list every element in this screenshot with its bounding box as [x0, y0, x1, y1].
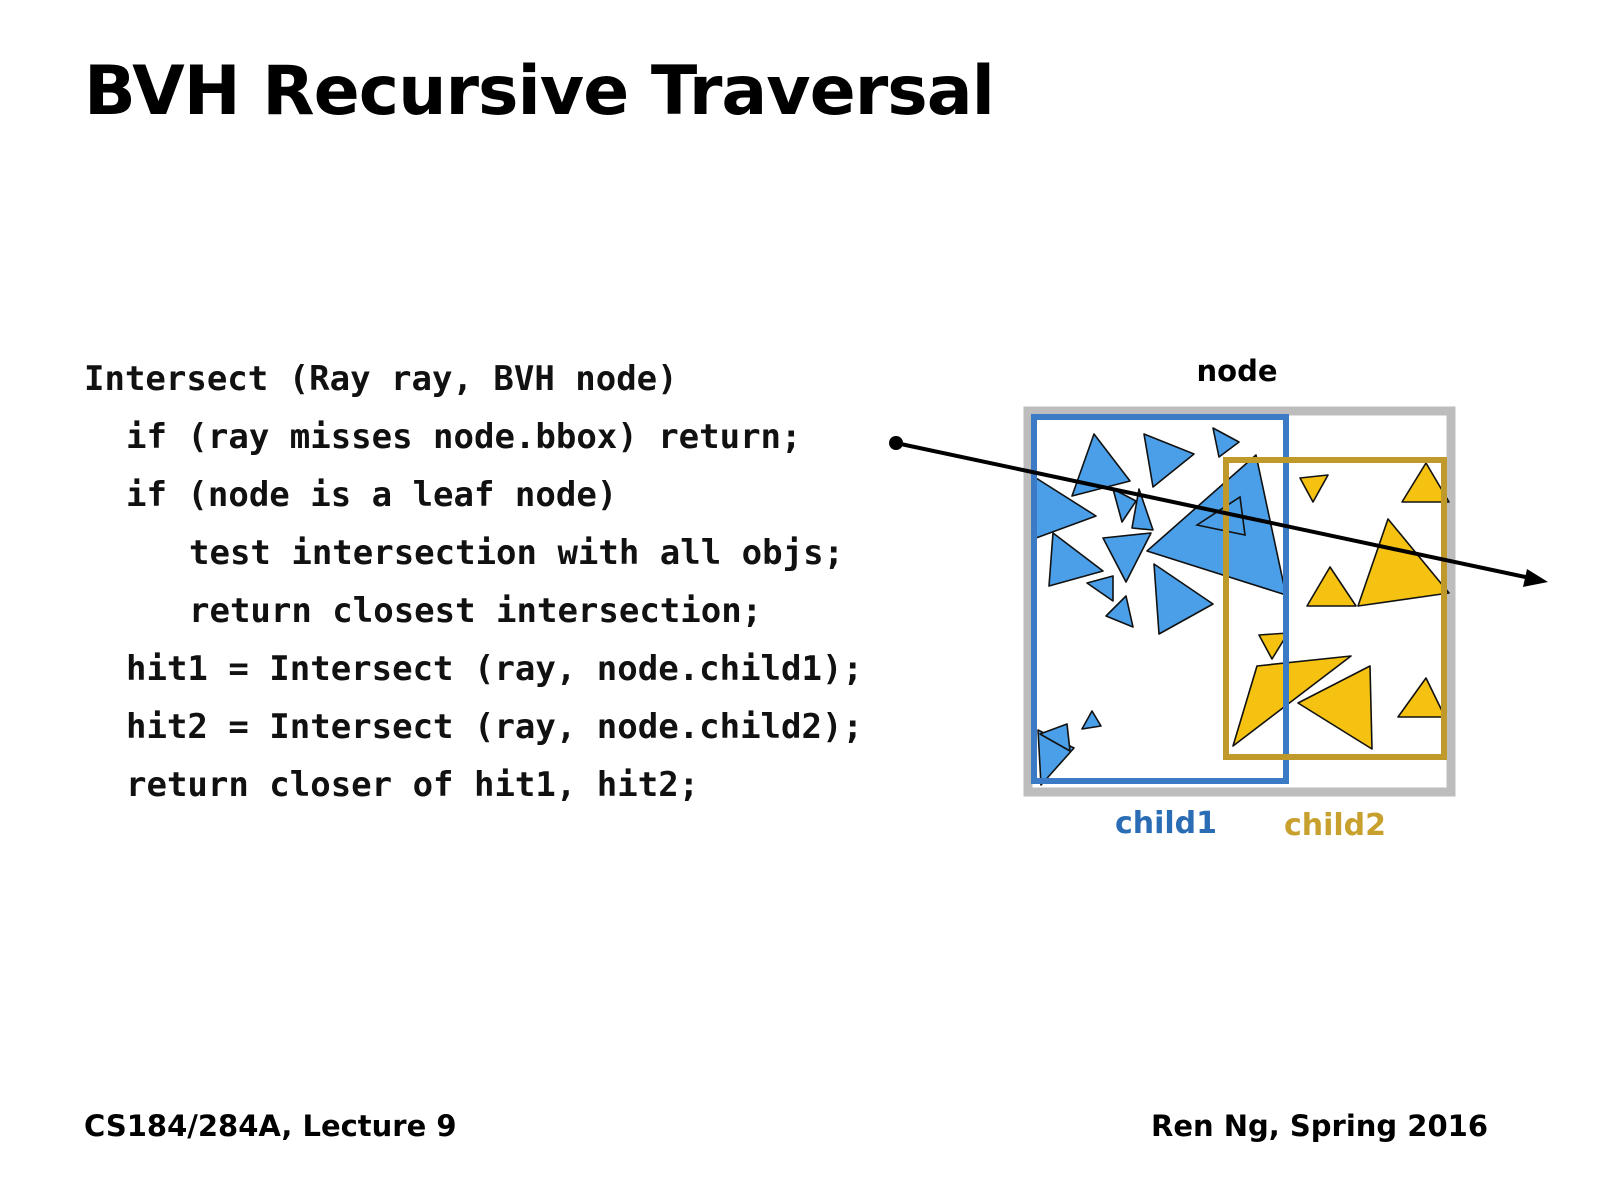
code-line: hit2 = Intersect (ray, node.child2);	[126, 707, 863, 747]
triangle	[1102, 532, 1152, 583]
triangle	[1232, 655, 1352, 747]
triangle	[1048, 532, 1104, 587]
node-label: node	[1197, 354, 1278, 388]
code-line: return closer of hit1, hit2;	[126, 765, 700, 805]
child2-triangles	[1232, 462, 1450, 750]
child2-bbox	[1223, 457, 1447, 760]
triangle	[1143, 433, 1195, 488]
triangle	[1081, 710, 1102, 730]
child2-label: child2	[1284, 808, 1386, 843]
triangle	[1306, 566, 1357, 607]
triangle	[1105, 595, 1134, 628]
triangle	[1401, 462, 1450, 503]
triangle	[1212, 427, 1240, 458]
author-footer: Ren Ng, Spring 2016	[1151, 1109, 1488, 1143]
triangle	[1039, 723, 1071, 752]
code-line: Intersect (Ray ray, BVH node)	[84, 359, 678, 399]
node-bbox	[1023, 406, 1456, 797]
code-line: hit1 = Intersect (ray, node.child1);	[126, 649, 863, 689]
pseudocode-block: Intersect (Ray ray, BVH node) if (ray mi…	[84, 350, 863, 814]
triangle	[1146, 454, 1287, 596]
triangle	[1086, 575, 1114, 602]
code-line: if (ray misses node.bbox) return;	[126, 417, 802, 457]
triangle	[1112, 488, 1137, 523]
triangle	[1297, 665, 1373, 750]
ray-arrowhead	[1523, 569, 1548, 587]
triangle	[1258, 632, 1289, 660]
code-line: test intersection with all objs;	[189, 533, 845, 573]
code-line: return closest intersection;	[189, 591, 763, 631]
slide-title: BVH Recursive Traversal	[84, 52, 995, 131]
child1-bbox	[1031, 414, 1289, 784]
triangle	[1131, 488, 1154, 531]
triangle	[1357, 518, 1450, 607]
ray-line	[895, 441, 1531, 580]
triangle	[1299, 474, 1329, 503]
child1-label: child1	[1115, 806, 1217, 841]
course-footer: CS184/284A, Lecture 9	[84, 1109, 457, 1143]
triangle	[1153, 563, 1214, 635]
code-line: if (node is a leaf node)	[126, 475, 618, 515]
triangle	[1397, 677, 1446, 718]
